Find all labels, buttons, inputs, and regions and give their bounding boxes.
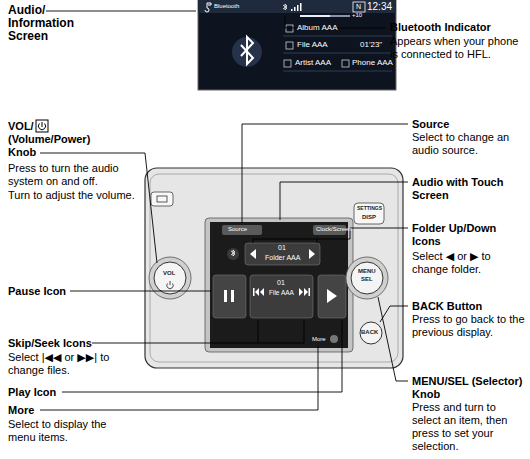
screen-text: Album AAA: [297, 24, 337, 33]
screen-text: Bluetooth: [214, 3, 239, 10]
screen-text: N: [356, 3, 361, 11]
callout-text: Press to go back to the previous display…: [412, 313, 526, 339]
callout-text: Appears when your phone is connected to …: [390, 35, 526, 61]
callout-heading: MENU/SEL (Selector) Knob: [412, 375, 526, 401]
callout-text: Select |◀◀ or ▶▶| to change files.: [8, 351, 136, 377]
callout-heading: More: [8, 404, 34, 417]
callout-heading: VOL/: [8, 120, 34, 133]
screen-text: Phone AAA: [352, 59, 393, 68]
screen-text: Artist AAA: [295, 59, 331, 68]
callout-text: Select to change an audio source.: [412, 131, 526, 157]
callout-text: Select ◀ or ▶ to change folder.: [412, 250, 526, 276]
callout-heading: BACK Button: [412, 300, 526, 313]
screen-text: Clock/Screen: [316, 226, 352, 233]
button-label: MENU: [358, 268, 376, 275]
callout-heading: Folder Up/Down Icons: [412, 222, 526, 248]
head-unit: [145, 168, 403, 368]
screen-text: 01: [278, 244, 286, 252]
screen-text: +10: [352, 12, 362, 19]
screen-text: 12:34: [367, 1, 392, 12]
callout-heading: Pause Icon: [8, 285, 66, 298]
button-label: SETTINGS: [357, 206, 382, 212]
screen-text: Source: [228, 226, 247, 233]
callout-heading: (Volume/Power) Knob: [8, 133, 98, 159]
callout-heading: Skip/Seek Icons: [8, 337, 92, 350]
callout-heading: Play Icon: [8, 386, 56, 399]
button-label: BACK: [361, 329, 378, 336]
callout-text: Press to turn the audio system on and of…: [8, 162, 136, 188]
power-symbol: [36, 120, 48, 132]
leader-lines: [40, 11, 408, 410]
screen-text: Folder AAA: [265, 254, 300, 262]
screen-text: 01: [277, 279, 285, 287]
screen-text: More: [312, 336, 326, 343]
callout-heading: Audio with Touch Screen: [412, 176, 526, 202]
button-label: DISP: [362, 214, 376, 221]
screen-text: File AAA: [297, 41, 328, 50]
button-label: VOL: [163, 270, 175, 277]
callout-text: Select to display the menu items.: [8, 418, 136, 444]
info-screen: [198, 0, 396, 90]
callout-text: Press and turn to select an item, then p…: [412, 401, 526, 453]
callout-heading: Audio/ Information Screen: [8, 4, 88, 43]
callout-heading: Bluetooth Indicator: [390, 21, 526, 34]
screen-text: File AAA: [269, 289, 294, 296]
callout-text: Turn to adjust the volume.: [8, 189, 136, 202]
callout-heading: Source: [412, 118, 526, 131]
button-label: SEL: [361, 276, 373, 283]
screen-text: 01'23": [360, 41, 382, 50]
